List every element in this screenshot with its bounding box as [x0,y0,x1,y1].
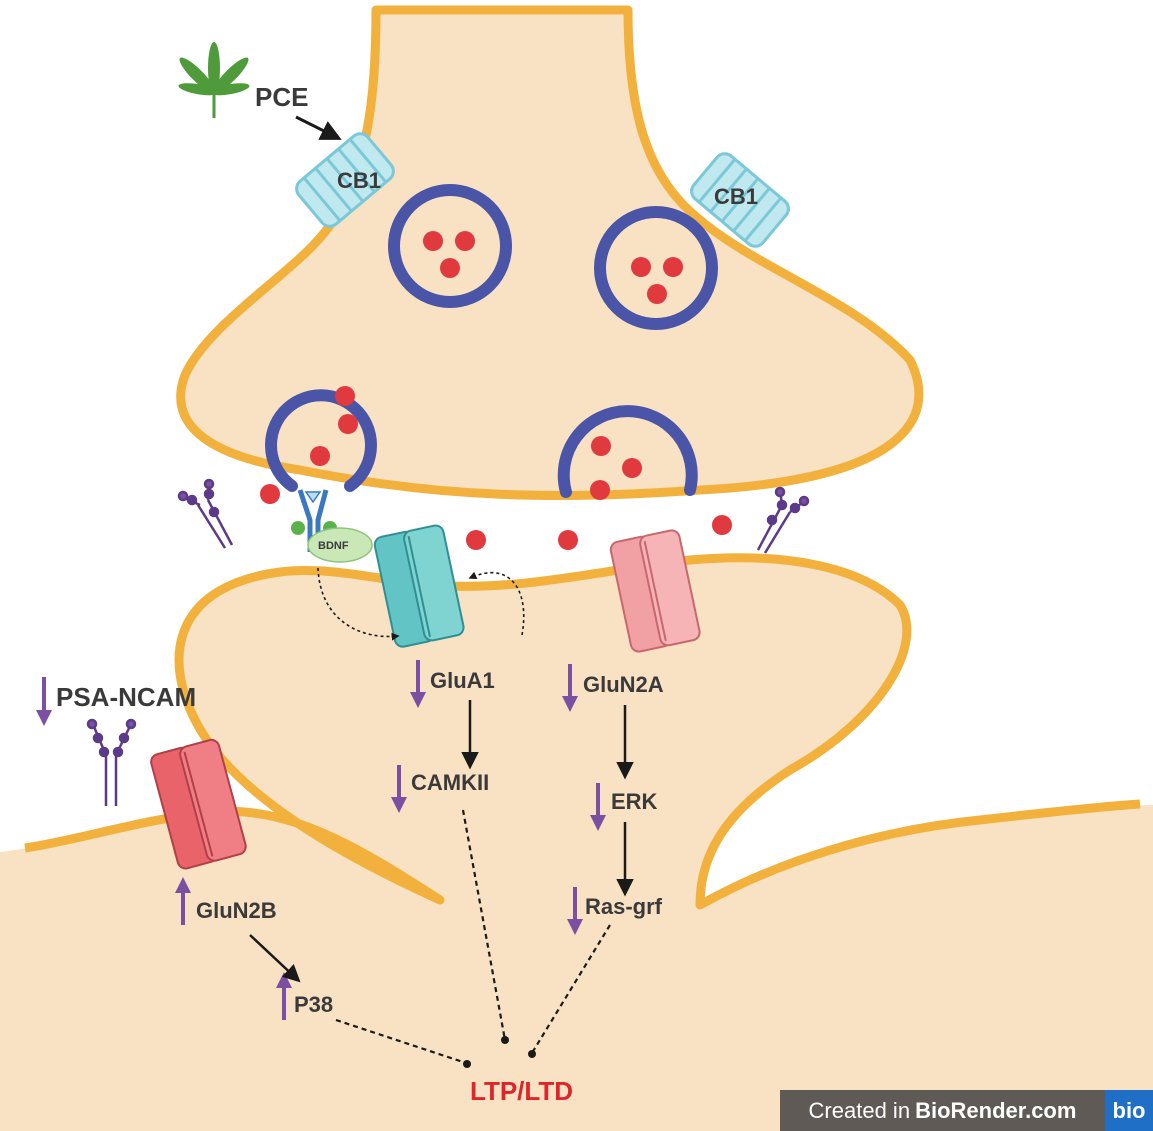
cb1-label-left: CB1 [337,168,381,193]
synaptic-vesicle [394,190,506,302]
psa-ncam-glycan-left [179,480,232,548]
badge-brand: BioRender.com [915,1098,1076,1124]
p38-label: P38 [294,992,333,1017]
ras-grf-label: Ras-grf [585,894,663,919]
biorender-logo-icon: bio [1105,1090,1153,1131]
psa-ncam-label: PSA-NCAM [56,682,196,712]
psa-ncam-glycan-right [758,488,808,553]
connector-end-dot [528,1050,536,1058]
cannabis-leaf-icon [176,42,252,118]
pce-label: PCE [255,82,308,112]
erk-label: ERK [611,789,658,814]
badge-prefix: Created in [809,1098,911,1124]
glua1-label: GluA1 [430,668,495,693]
ltp-ltd-label: LTP/LTD [470,1076,573,1106]
biorender-badge[interactable]: Created in BioRender.com bio [780,1090,1153,1131]
glun2a-label: GluN2A [583,672,664,697]
synaptic-vesicle [600,212,712,324]
badge-text: Created in BioRender.com [780,1090,1105,1131]
glun2b-label: GluN2B [196,898,277,923]
connector-end-dot [463,1060,471,1068]
pce-arrow [296,117,338,138]
bdnf-label: BDNF [318,540,349,552]
camkii-label: CAMKII [411,770,489,795]
psa-ncam-glycan-lower [88,720,135,806]
cb1-label-right: CB1 [714,184,758,209]
connector-end-dot [501,1036,509,1044]
